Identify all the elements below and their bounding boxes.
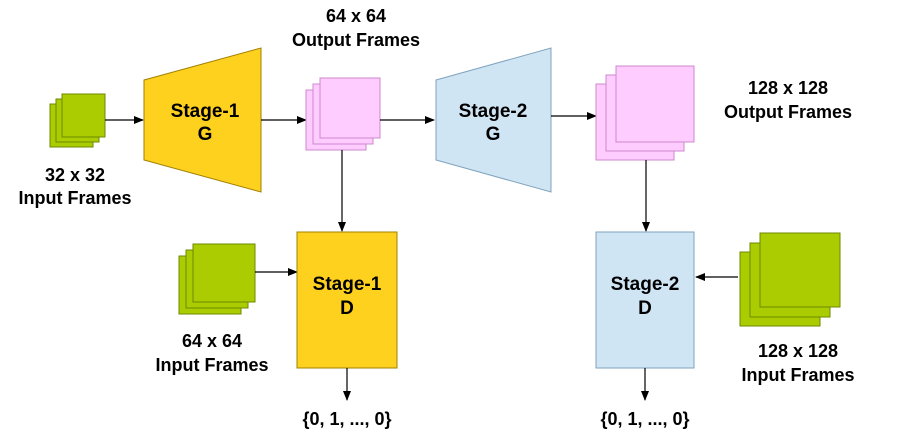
stage2-d-output-label: {0, 1, ..., 0}	[600, 409, 689, 429]
input-32-size-label: 32 x 32	[45, 165, 105, 185]
output-frames-64-stack	[305, 77, 381, 151]
output-128-caption-label: Output Frames	[724, 102, 852, 122]
stage2-d-line1: Stage-2	[611, 274, 680, 295]
stage1-g-line1: Stage-1	[171, 101, 240, 122]
output-64-size-label: 64 x 64	[326, 6, 386, 26]
stage2-g-line1: Stage-2	[459, 101, 528, 122]
stage2-discriminator	[595, 231, 695, 369]
input-frames-128-stack	[739, 232, 841, 327]
input-128-caption-label: Input Frames	[741, 365, 854, 385]
stage1-discriminator	[296, 231, 398, 369]
stage1-g-line2: G	[198, 124, 213, 145]
stage1-d-output-label: {0, 1, ..., 0}	[302, 409, 391, 429]
input-32-caption-label: Input Frames	[18, 188, 131, 208]
stage2-g-line2: G	[486, 124, 501, 145]
stage1-d-line1: Stage-1	[313, 274, 382, 295]
stage2-generator	[435, 47, 552, 193]
stage1-d-line2: D	[340, 298, 354, 319]
input-frames-64-stack	[178, 243, 256, 315]
input-64-caption-label: Input Frames	[155, 355, 268, 375]
output-128-size-label: 128 x 128	[748, 78, 828, 98]
stage1-generator	[143, 47, 262, 193]
output-64-caption-label: Output Frames	[292, 30, 420, 50]
output-frames-128-stack	[595, 65, 695, 161]
input-64-size-label: 64 x 64	[182, 331, 242, 351]
input-128-size-label: 128 x 128	[758, 341, 838, 361]
stage2-d-line2: D	[638, 298, 652, 319]
input-frames-32-stack	[49, 93, 106, 148]
